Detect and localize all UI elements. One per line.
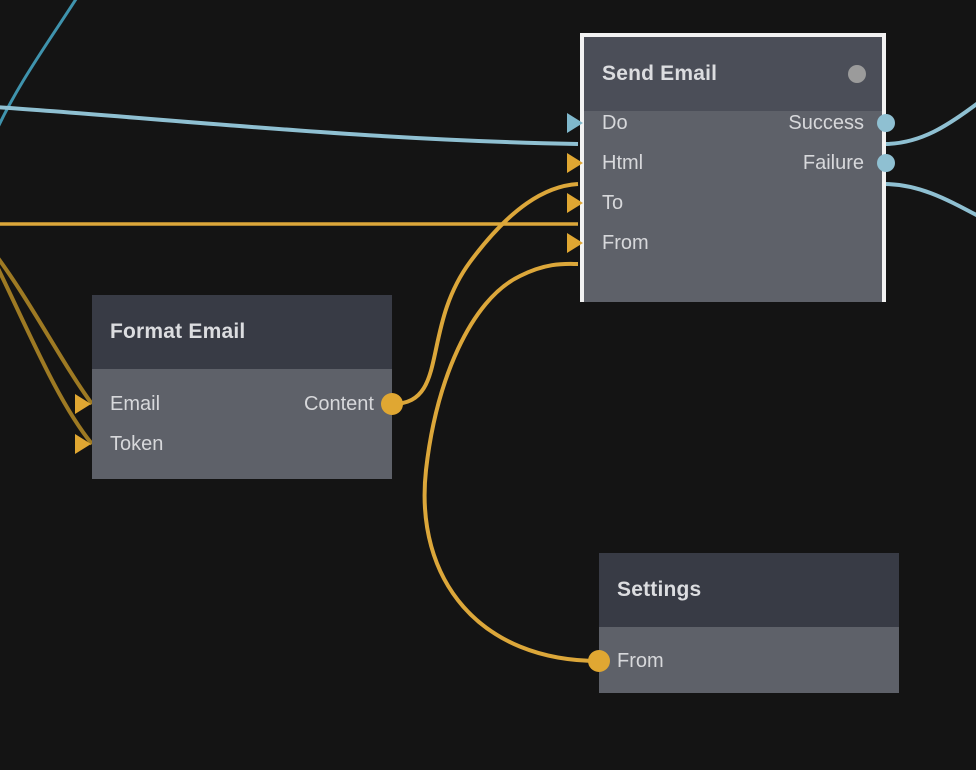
wire-success-out xyxy=(883,102,976,146)
wire-data-to-token xyxy=(0,267,94,446)
port-input-do-arrow-icon[interactable] xyxy=(567,113,583,133)
node-send-email-header[interactable]: Send Email xyxy=(584,37,882,111)
port-output-from-label: From xyxy=(617,650,664,672)
port-row: From xyxy=(567,223,882,263)
node-format-email[interactable]: Format Email Email Content Token xyxy=(75,295,403,479)
port-input-email-label: Email xyxy=(110,393,161,415)
port-output-failure-label: Failure xyxy=(802,152,864,174)
port-input-html-label: Html xyxy=(602,152,644,174)
node-settings-header[interactable]: Settings xyxy=(599,553,899,627)
node-format-email-title: Format Email xyxy=(110,320,246,343)
port-row: Do Success xyxy=(567,103,895,143)
port-row: Html Failure xyxy=(567,143,895,183)
node-send-email-body: Do Success Html Failure To From xyxy=(567,111,895,302)
port-input-token-arrow-icon[interactable] xyxy=(75,434,91,454)
port-input-html-arrow-icon[interactable] xyxy=(567,153,583,173)
port-input-to-label: To xyxy=(602,192,624,214)
port-output-success-label: Success xyxy=(788,112,864,134)
wire-exec-diagonal xyxy=(0,0,78,127)
port-row: To xyxy=(567,183,882,223)
port-output-success-dot[interactable] xyxy=(877,114,895,132)
wire-content-to-html xyxy=(391,182,579,406)
wire-exec-to-do xyxy=(0,105,579,146)
port-row: Token xyxy=(75,424,392,464)
port-output-from-dot[interactable] xyxy=(588,650,610,672)
node-send-email-title: Send Email xyxy=(602,62,718,85)
node-settings[interactable]: Settings From xyxy=(588,553,899,693)
wire-data-to-email xyxy=(0,257,94,406)
port-input-from-label: From xyxy=(602,232,649,254)
port-row: Email Content xyxy=(75,384,403,424)
wire-settings-from-to-from xyxy=(422,261,600,663)
port-input-to-arrow-icon[interactable] xyxy=(567,193,583,213)
port-row: From xyxy=(588,641,899,681)
node-settings-title: Settings xyxy=(617,578,702,601)
node-format-email-body: Email Content Token xyxy=(75,369,403,479)
port-input-from-arrow-icon[interactable] xyxy=(567,233,583,253)
status-indicator-dot[interactable] xyxy=(848,65,866,83)
port-output-content-label: Content xyxy=(303,393,374,415)
node-send-email[interactable]: Send Email Do Success Html Failure To xyxy=(567,33,895,302)
wire-failure-out xyxy=(883,182,976,218)
node-format-email-header[interactable]: Format Email xyxy=(92,295,392,369)
port-output-content-dot[interactable] xyxy=(381,393,403,415)
port-input-do-label: Do xyxy=(602,112,628,134)
node-settings-body: From xyxy=(588,627,899,693)
port-input-email-arrow-icon[interactable] xyxy=(75,394,91,414)
port-input-token-label: Token xyxy=(110,433,164,455)
port-output-failure-dot[interactable] xyxy=(877,154,895,172)
